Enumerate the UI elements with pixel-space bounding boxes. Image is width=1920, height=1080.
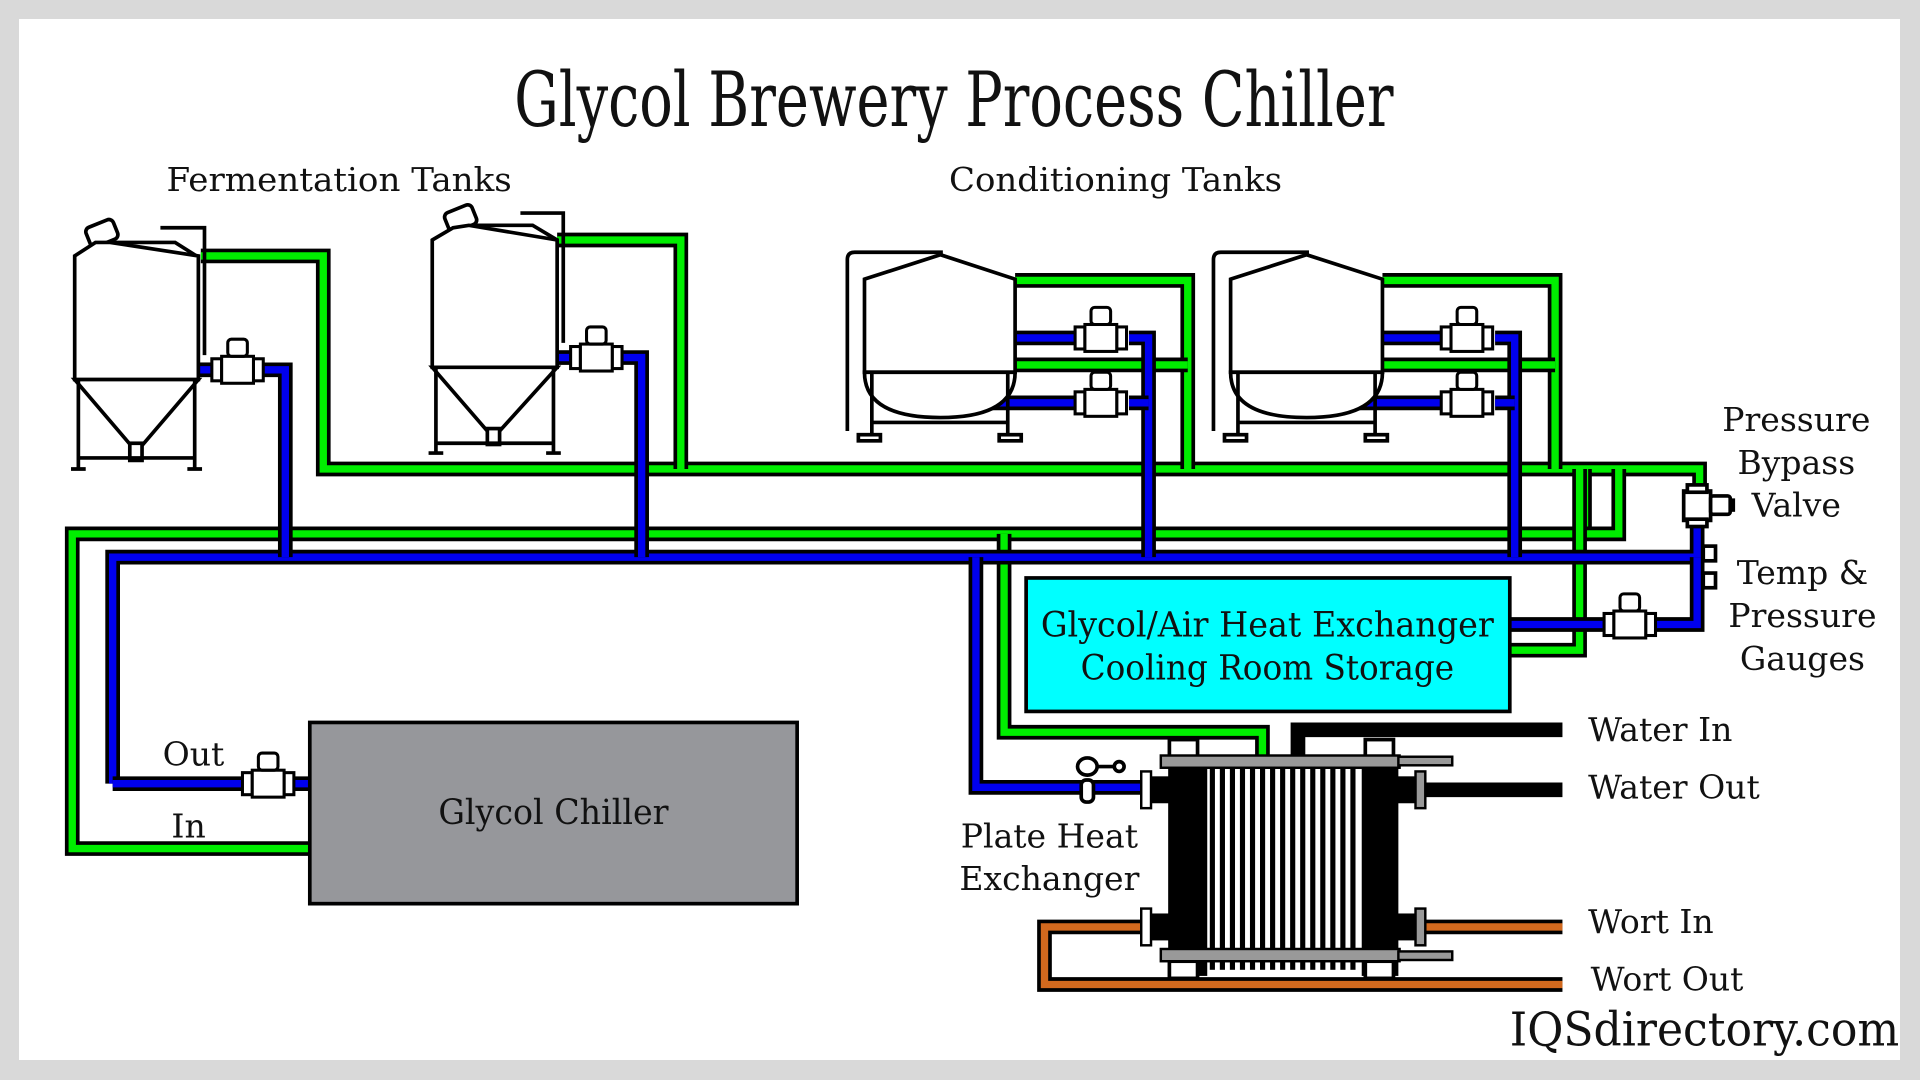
manual-valve-icon[interactable]: [1075, 756, 1126, 804]
gauges-label-line2: Pressure: [1728, 596, 1876, 635]
heat-exchanger-plate: [1270, 760, 1276, 970]
heat-exchanger-plate: [1260, 760, 1266, 970]
inline-valve-icon[interactable]: [1073, 370, 1129, 418]
heat-exchanger-plate: [1209, 760, 1215, 970]
inline-valve-icon[interactable]: [1439, 305, 1495, 353]
heat-exchanger-plate: [1280, 760, 1286, 970]
chiller-out-label: Out: [163, 734, 225, 773]
plate-stack: [1207, 757, 1362, 976]
gauges-label-line3: Gauges: [1740, 639, 1865, 678]
heat-exchanger-plate: [1330, 760, 1336, 970]
wort-pipes: [1037, 919, 1563, 992]
fermentation-tank-1[interactable]: [70, 217, 207, 471]
conditioning-tanks-label: Conditioning Tanks: [949, 160, 1282, 199]
plate-exchanger-label-line2: Exchanger: [959, 859, 1139, 898]
glycol-air-heat-exchanger[interactable]: Glycol/Air Heat Exchanger Cooling Room S…: [1024, 576, 1512, 714]
glycol-chiller[interactable]: Glycol Chiller: [307, 720, 799, 906]
fermentation-tanks-label: Fermentation Tanks: [167, 160, 512, 199]
conditioning-tank-2[interactable]: [1211, 250, 1390, 443]
heat-exchanger-plate: [1310, 760, 1316, 970]
bypass-valve-label-line2: Bypass: [1737, 443, 1855, 482]
glycol-supply-pipes: [105, 330, 1705, 795]
heat-exchanger-label-line1: Glycol/Air Heat Exchanger: [1041, 606, 1495, 646]
heat-exchanger-plate: [1320, 760, 1326, 970]
inline-valve-icon[interactable]: [1073, 305, 1129, 353]
bypass-valve-label-line1: Pressure: [1722, 400, 1870, 439]
inline-valve-icon[interactable]: [1602, 592, 1658, 640]
valves: [210, 305, 1658, 799]
inline-valve-icon[interactable]: [210, 337, 265, 385]
bypass-valve-label-line3: Valve: [1751, 486, 1841, 525]
diagram-title: Glycol Brewery Process Chiller: [514, 56, 1393, 144]
plate-heat-exchanger[interactable]: [1140, 737, 1454, 981]
pressure-bypass-valve[interactable]: [1681, 483, 1736, 529]
inline-valve-icon[interactable]: [240, 751, 296, 799]
iqsdirectory-watermark: IQSdirectory.com: [1510, 1003, 1899, 1057]
conditioning-tank-1[interactable]: [845, 250, 1024, 443]
heat-exchanger-plate: [1229, 760, 1236, 970]
heat-exchanger-plate: [1300, 760, 1306, 970]
plate-exchanger-label-line1: Plate Heat: [961, 816, 1139, 855]
heat-exchanger-plate: [1239, 760, 1246, 970]
glycol-return-pipes: [64, 232, 1707, 856]
chiller-in-label: In: [171, 807, 205, 846]
water-out-label: Water Out: [1588, 767, 1760, 806]
heat-exchanger-label-line2: Cooling Room Storage: [1081, 649, 1454, 689]
heat-exchanger-plate: [1249, 760, 1256, 970]
heat-exchanger-plate: [1350, 760, 1356, 970]
fermentation-tank-2[interactable]: [428, 203, 566, 455]
gauges-label-line1: Temp &: [1737, 553, 1868, 592]
heat-exchanger-plate: [1290, 760, 1296, 970]
wort-in-label: Wort In: [1588, 902, 1714, 941]
temp-pressure-gauges[interactable]: [1701, 544, 1718, 590]
wort-out-label: Wort Out: [1591, 960, 1745, 999]
heat-exchanger-plate: [1219, 760, 1225, 970]
heat-exchanger-plate: [1340, 760, 1346, 970]
water-in-label: Water In: [1588, 710, 1732, 749]
water-pipes: [1290, 722, 1563, 798]
inline-valve-icon[interactable]: [569, 325, 624, 373]
inline-valve-icon[interactable]: [1439, 370, 1495, 418]
glycol-chiller-label: Glycol Chiller: [438, 793, 669, 833]
